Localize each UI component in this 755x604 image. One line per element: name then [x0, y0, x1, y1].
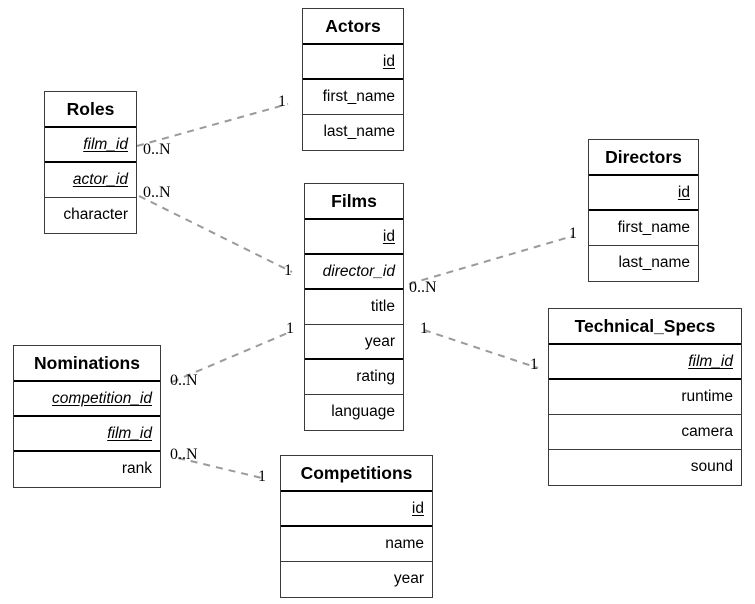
entity-nominations[interactable]: Nominations competition_id film_id rank [13, 345, 161, 488]
attr-label: last_name [323, 123, 395, 140]
entity-directors[interactable]: Directors id first_name last_name [588, 139, 699, 282]
entity-nominations-attr-rank: rank [14, 452, 160, 487]
entity-roles-attr-character: character [45, 198, 136, 233]
entity-roles[interactable]: Roles film_id actor_id character [44, 91, 137, 234]
entity-actors-attr-last-name: last_name [303, 115, 403, 150]
attr-label: first_name [617, 219, 690, 236]
entity-directors-attr-last-name: last_name [589, 246, 698, 281]
entity-roles-title: Roles [45, 92, 136, 128]
entity-films-attr-rating: rating [305, 360, 403, 395]
entity-films-attr-id: id [305, 220, 403, 255]
entity-films-attr-title: title [305, 290, 403, 325]
attr-label: character [63, 206, 128, 223]
entity-roles-attr-actor-id: actor_id [45, 163, 136, 198]
entity-films-title: Films [305, 184, 403, 220]
entity-competitions-title: Competitions [281, 456, 432, 492]
entity-actors-attr-first-name: first_name [303, 80, 403, 115]
entity-competitions-attr-name: name [281, 527, 432, 562]
attr-label: sound [690, 458, 733, 475]
cardinality-films-techspecs-to: 1 [530, 356, 538, 373]
link-films-directors [408, 235, 574, 285]
entity-technical-specs-attr-camera: camera [549, 415, 741, 450]
entity-competitions[interactable]: Competitions id name year [280, 455, 433, 598]
attr-label: rating [356, 368, 395, 385]
attr-label: id [382, 228, 395, 245]
entity-technical-specs-title: Technical_Specs [549, 309, 741, 345]
entity-technical-specs-attr-sound: sound [549, 450, 741, 485]
cardinality-nominations-competitions-to: 1 [258, 468, 266, 485]
attr-label: id [677, 184, 690, 201]
cardinality-roles-actors-to: 1 [278, 93, 286, 110]
attr-label: actor_id [72, 171, 128, 188]
cardinality-nominations-competitions-from: 0..N [170, 446, 198, 463]
link-films-techspecs [423, 329, 539, 369]
cardinality-films-techspecs-from: 1 [420, 320, 428, 337]
entity-films-attr-language: language [305, 395, 403, 430]
entity-nominations-attr-film-id: film_id [14, 417, 160, 452]
entity-roles-attr-film-id: film_id [45, 128, 136, 163]
entity-films-attr-year: year [305, 325, 403, 360]
cardinality-roles-actors-from: 0..N [143, 141, 171, 158]
attr-label: last_name [618, 254, 690, 271]
entity-directors-attr-id: id [589, 176, 698, 211]
entity-competitions-attr-id: id [281, 492, 432, 527]
entity-films-attr-director-id: director_id [305, 255, 403, 290]
entity-nominations-attr-competition-id: competition_id [14, 382, 160, 417]
attr-label: director_id [322, 263, 395, 280]
attr-label: language [331, 403, 395, 420]
attr-label: film_id [107, 425, 152, 442]
entity-competitions-attr-year: year [281, 562, 432, 597]
attr-label: competition_id [52, 390, 152, 407]
attr-label: first_name [322, 88, 395, 105]
attr-label: film_id [83, 136, 128, 153]
entity-technical-specs-attr-film-id: film_id [549, 345, 741, 380]
entity-actors[interactable]: Actors id first_name last_name [302, 8, 404, 151]
attr-label: camera [681, 423, 733, 440]
attr-label: runtime [681, 388, 733, 405]
attr-label: film_id [688, 353, 733, 370]
entity-directors-attr-first-name: first_name [589, 211, 698, 246]
entity-films[interactable]: Films id director_id title year rating l… [304, 183, 404, 431]
entity-actors-attr-id: id [303, 45, 403, 80]
link-roles-actors [136, 103, 289, 147]
entity-actors-title: Actors [303, 9, 403, 45]
cardinality-films-directors-from: 0..N [409, 279, 437, 296]
attr-label: title [370, 298, 395, 315]
cardinality-nominations-films-to: 1 [286, 320, 294, 337]
attr-label: id [382, 53, 395, 70]
cardinality-roles-films-from: 0..N [143, 184, 171, 201]
attr-label: rank [121, 460, 152, 477]
cardinality-roles-films-to: 1 [284, 262, 292, 279]
attr-label: name [385, 535, 424, 552]
entity-technical-specs-attr-runtime: runtime [549, 380, 741, 415]
entity-directors-title: Directors [589, 140, 698, 176]
cardinality-nominations-films-from: 0..N [170, 372, 198, 389]
entity-technical-specs[interactable]: Technical_Specs film_id runtime camera s… [548, 308, 742, 486]
cardinality-films-directors-to: 1 [569, 225, 577, 242]
link-roles-films [138, 195, 293, 273]
attr-label: year [393, 570, 424, 587]
attr-label: year [364, 333, 395, 350]
entity-nominations-title: Nominations [14, 346, 160, 382]
attr-label: id [411, 500, 424, 517]
